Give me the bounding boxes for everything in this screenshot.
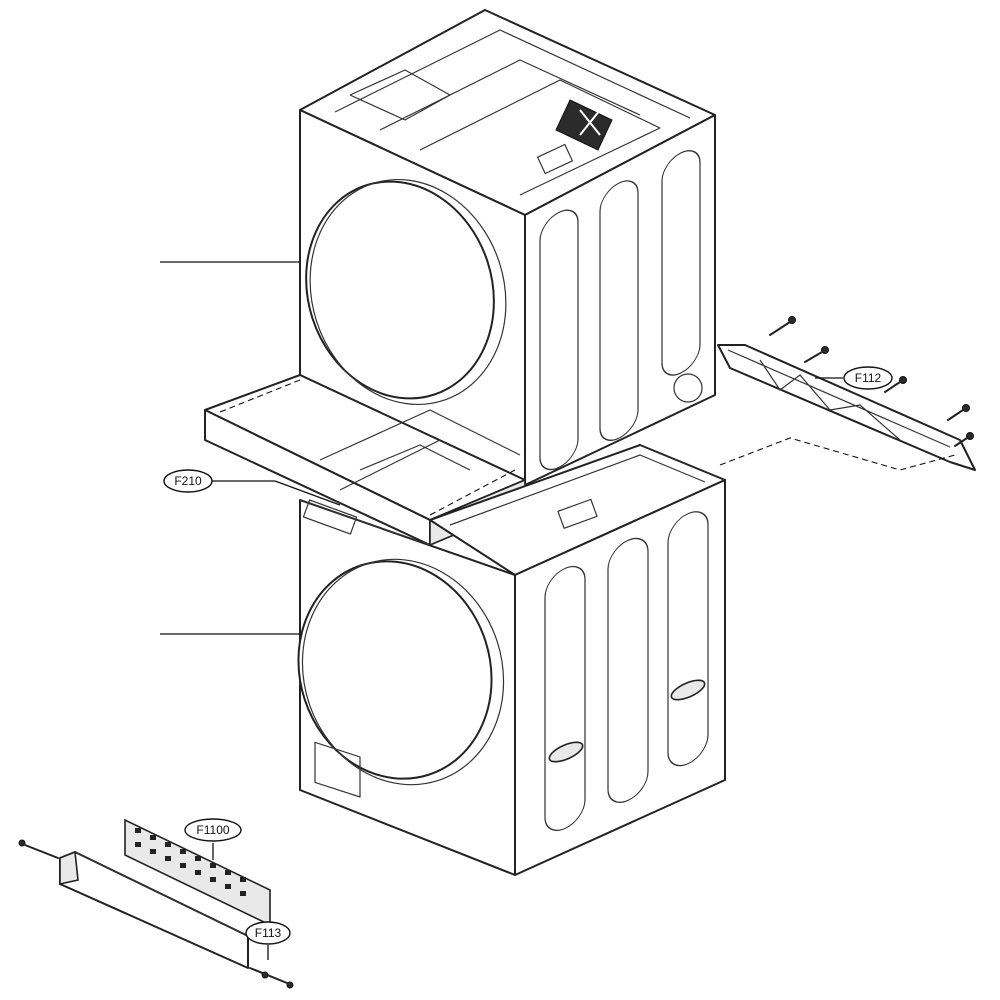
callout-f1100: F1100 xyxy=(184,818,242,842)
lower-door xyxy=(297,560,493,780)
lower-service-panel xyxy=(314,741,361,798)
kickplate-screw-left xyxy=(18,839,26,847)
callout-f1100-label: F1100 xyxy=(196,823,229,837)
callout-f113-label: F113 xyxy=(255,926,282,940)
bracket-screws xyxy=(769,316,974,447)
handle-grip-left xyxy=(548,741,584,763)
side-bracket xyxy=(717,316,976,471)
callout-f113: F113 xyxy=(245,921,291,945)
front-kickplate xyxy=(18,839,294,989)
lower-side-panel xyxy=(514,479,726,876)
callout-f112-label: F112 xyxy=(855,371,882,385)
callout-f210-label: F210 xyxy=(174,474,202,488)
upper-side-panel xyxy=(524,114,716,486)
lower-side-ribs xyxy=(544,511,709,831)
upper-appliance xyxy=(299,9,716,486)
callout-f112: F112 xyxy=(843,366,893,390)
upper-side-ribs xyxy=(539,150,701,471)
kickplate-screw-right xyxy=(286,981,294,989)
callout-f210: F210 xyxy=(163,469,213,493)
upper-door xyxy=(305,180,495,400)
handle-grip-right xyxy=(670,679,706,701)
lower-appliance xyxy=(297,444,726,876)
